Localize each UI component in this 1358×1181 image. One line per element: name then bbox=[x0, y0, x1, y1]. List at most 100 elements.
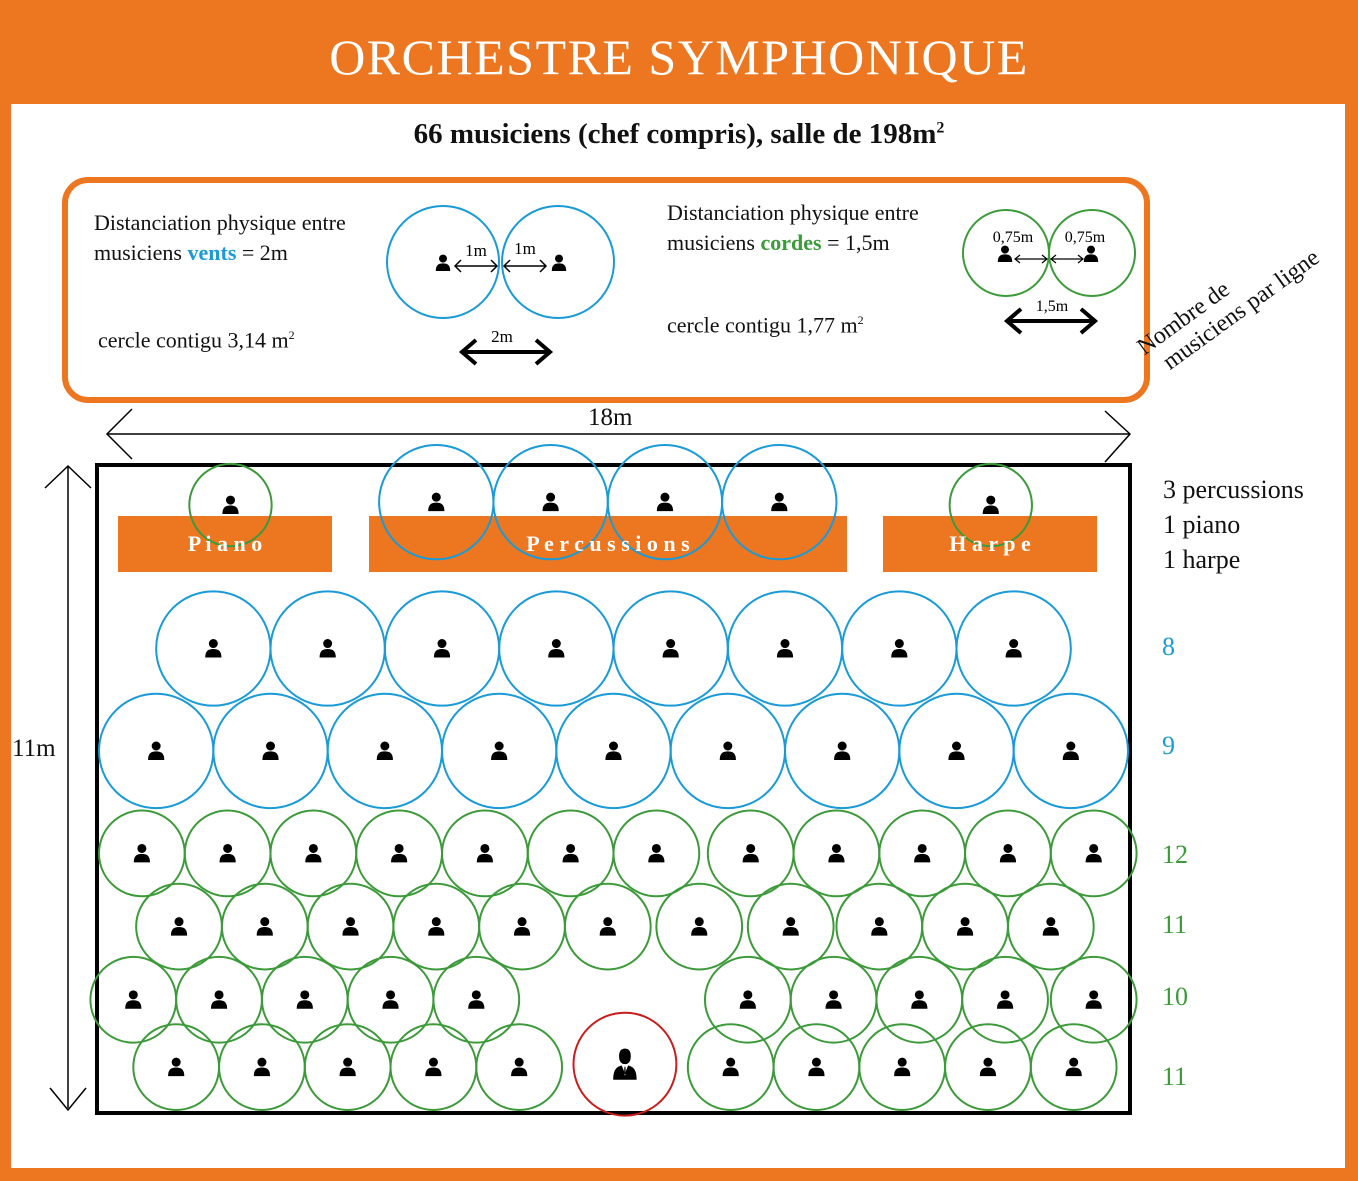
distancing-circle bbox=[132, 1023, 221, 1111]
person-icon bbox=[956, 917, 974, 936]
person-icon bbox=[742, 843, 759, 863]
musician-row-5 bbox=[432, 955, 521, 1044]
distancing-circle bbox=[875, 955, 964, 1044]
distancing-circle bbox=[746, 882, 835, 971]
distancing-circle bbox=[389, 1023, 478, 1111]
musician-row-2 bbox=[1012, 692, 1130, 810]
cordes-legend-line1: Distanciation physique entre bbox=[667, 200, 919, 225]
cordes-legend-diagram: 0,75m 0,75m 1,5m bbox=[962, 209, 1136, 335]
distancing-circle bbox=[306, 882, 395, 971]
musician-row-4 bbox=[655, 882, 744, 971]
cordes-area-sup: 2 bbox=[857, 313, 864, 327]
vents-area-sup: 2 bbox=[288, 328, 295, 342]
person-icon bbox=[468, 990, 485, 1009]
distancing-circle bbox=[1049, 809, 1138, 898]
musician-row-4 bbox=[921, 882, 1009, 971]
person-icon bbox=[914, 843, 931, 863]
vents-area-text: cercle contigu 3,14 m2 bbox=[98, 320, 295, 355]
row-count-3: 12 bbox=[1162, 840, 1188, 869]
musician-row-5 bbox=[260, 955, 349, 1044]
musician-row-6 bbox=[858, 1023, 947, 1111]
piano-station bbox=[118, 516, 332, 572]
person-icon bbox=[1083, 245, 1099, 262]
musician-row-4 bbox=[478, 882, 566, 971]
musician-row-1 bbox=[726, 590, 844, 707]
musician-row-5 bbox=[175, 955, 263, 1044]
vents-legend-line2: musiciens vents = 2m bbox=[94, 238, 346, 268]
cordes-area-text: cercle contigu 1,77 m2 bbox=[667, 305, 864, 340]
distancing-circle bbox=[792, 809, 881, 898]
vents-legend-circle-right bbox=[501, 205, 615, 319]
person-icon bbox=[491, 741, 508, 760]
musician-row-3 bbox=[964, 809, 1052, 898]
musician-row-4 bbox=[392, 882, 481, 971]
musician-circles bbox=[89, 443, 1138, 1117]
percussions-station-label: P e r c u s s i o n s bbox=[526, 531, 690, 556]
musician-row-4 bbox=[306, 882, 395, 971]
person-icon bbox=[305, 843, 322, 863]
person-icon bbox=[996, 990, 1014, 1009]
distancing-circle bbox=[303, 1023, 392, 1111]
piano-station-label: P i a n o bbox=[188, 531, 263, 556]
distancing-circle bbox=[612, 590, 729, 707]
person-icon bbox=[894, 1057, 911, 1077]
subtitle-text: 66 musiciens (chef compris), salle de 19… bbox=[413, 118, 937, 150]
person-icon bbox=[648, 843, 665, 863]
conductor-icon bbox=[613, 1048, 637, 1080]
person-icon bbox=[891, 639, 908, 658]
musician-row-6 bbox=[303, 1023, 392, 1111]
distancing-circle bbox=[955, 590, 1072, 707]
person-icon bbox=[782, 917, 799, 936]
musician-row-3 bbox=[792, 809, 881, 898]
row-count-6: 11 bbox=[1162, 1062, 1188, 1091]
distancing-circle bbox=[784, 692, 901, 810]
person-icon bbox=[982, 495, 999, 515]
distancing-circle bbox=[98, 692, 215, 810]
musician-row-6 bbox=[1029, 1023, 1118, 1111]
distancing-circle bbox=[726, 590, 844, 707]
distancing-circle bbox=[563, 882, 652, 971]
person-icon bbox=[828, 843, 845, 863]
subtitle-superscript: 2 bbox=[936, 119, 945, 137]
musician-row-1 bbox=[955, 590, 1072, 707]
musician-row-5 bbox=[1049, 955, 1138, 1044]
distancing-circle bbox=[878, 809, 967, 898]
side-notes: 3 percussions 1 piano 1 harpe bbox=[1163, 472, 1304, 577]
vents-suffix: = 2m bbox=[236, 240, 288, 265]
musician-row-4 bbox=[835, 882, 924, 971]
distancing-circle bbox=[478, 882, 566, 971]
vents-half-left-label: 1m bbox=[465, 241, 487, 260]
person-icon bbox=[1005, 639, 1022, 658]
width-dimension-label: 18m bbox=[588, 404, 633, 431]
musician-row-4 bbox=[746, 882, 835, 971]
musician-row-2 bbox=[784, 692, 901, 810]
musician-row-6 bbox=[475, 1023, 564, 1111]
row-count-4: 11 bbox=[1162, 910, 1188, 939]
person-icon bbox=[170, 917, 188, 936]
distancing-circle bbox=[835, 882, 924, 971]
vents-total-label: 2m bbox=[491, 327, 513, 346]
distancing-circle bbox=[441, 692, 558, 810]
musician-row-3 bbox=[878, 809, 967, 898]
piano-musician bbox=[188, 462, 273, 548]
musician-row-1 bbox=[498, 590, 615, 707]
distancing-circle bbox=[948, 462, 1033, 548]
distancing-circle bbox=[135, 882, 223, 971]
person-icon bbox=[376, 741, 393, 760]
distancing-circle bbox=[269, 590, 386, 707]
cordes-legend-text: Distanciation physique entre musiciens c… bbox=[667, 198, 919, 258]
distancing-circle bbox=[841, 590, 958, 707]
stage-room bbox=[95, 463, 1132, 1115]
person-icon bbox=[808, 1057, 825, 1077]
distancing-circle bbox=[175, 955, 263, 1044]
musician-row-6 bbox=[944, 1023, 1032, 1111]
side-note-piano: 1 piano bbox=[1163, 510, 1241, 539]
vents-area: cercle contigu 3,14 m bbox=[98, 327, 289, 353]
musician-row-4 bbox=[1006, 882, 1095, 971]
page-title: ORCHESTRE SYMPHONIQUE bbox=[329, 29, 1029, 85]
musician-row-2 bbox=[669, 692, 786, 810]
musician-row-4 bbox=[220, 882, 309, 971]
vents-keyword: vents bbox=[187, 240, 237, 265]
distancing-circle bbox=[383, 590, 501, 707]
